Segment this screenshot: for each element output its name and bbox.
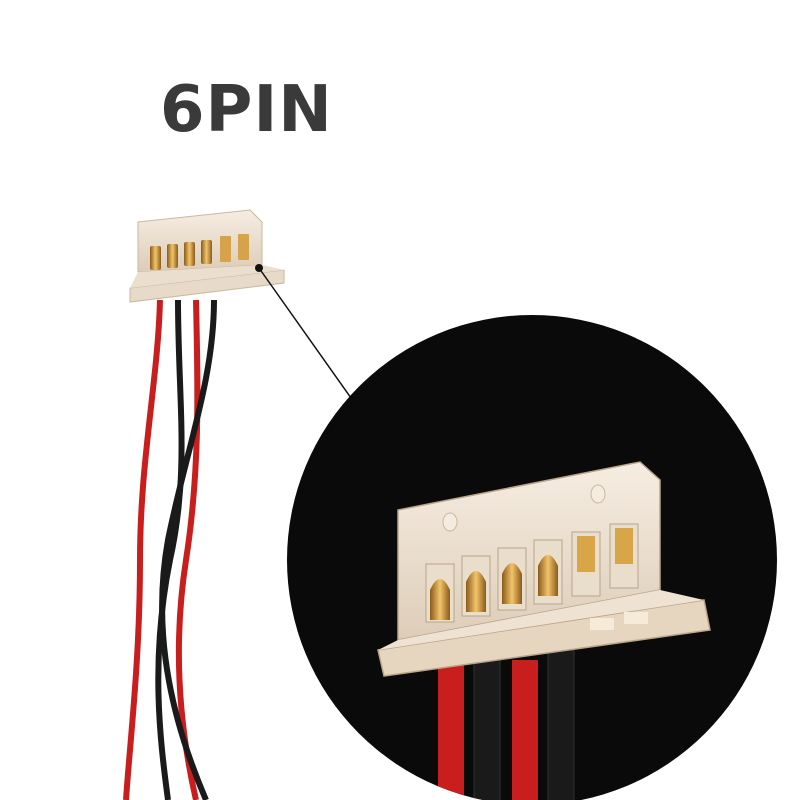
zoom-circle-icon <box>287 315 777 800</box>
red-wire-1 <box>123 299 163 800</box>
cable-wires <box>123 299 217 800</box>
large-pins <box>425 523 639 623</box>
red-wire-2 <box>175 299 201 800</box>
black-wire-1 <box>155 299 185 800</box>
small-connector <box>129 209 285 303</box>
black-wire-2 <box>159 299 217 800</box>
small-pins <box>150 234 249 270</box>
product-title: 6PIN <box>160 73 333 147</box>
